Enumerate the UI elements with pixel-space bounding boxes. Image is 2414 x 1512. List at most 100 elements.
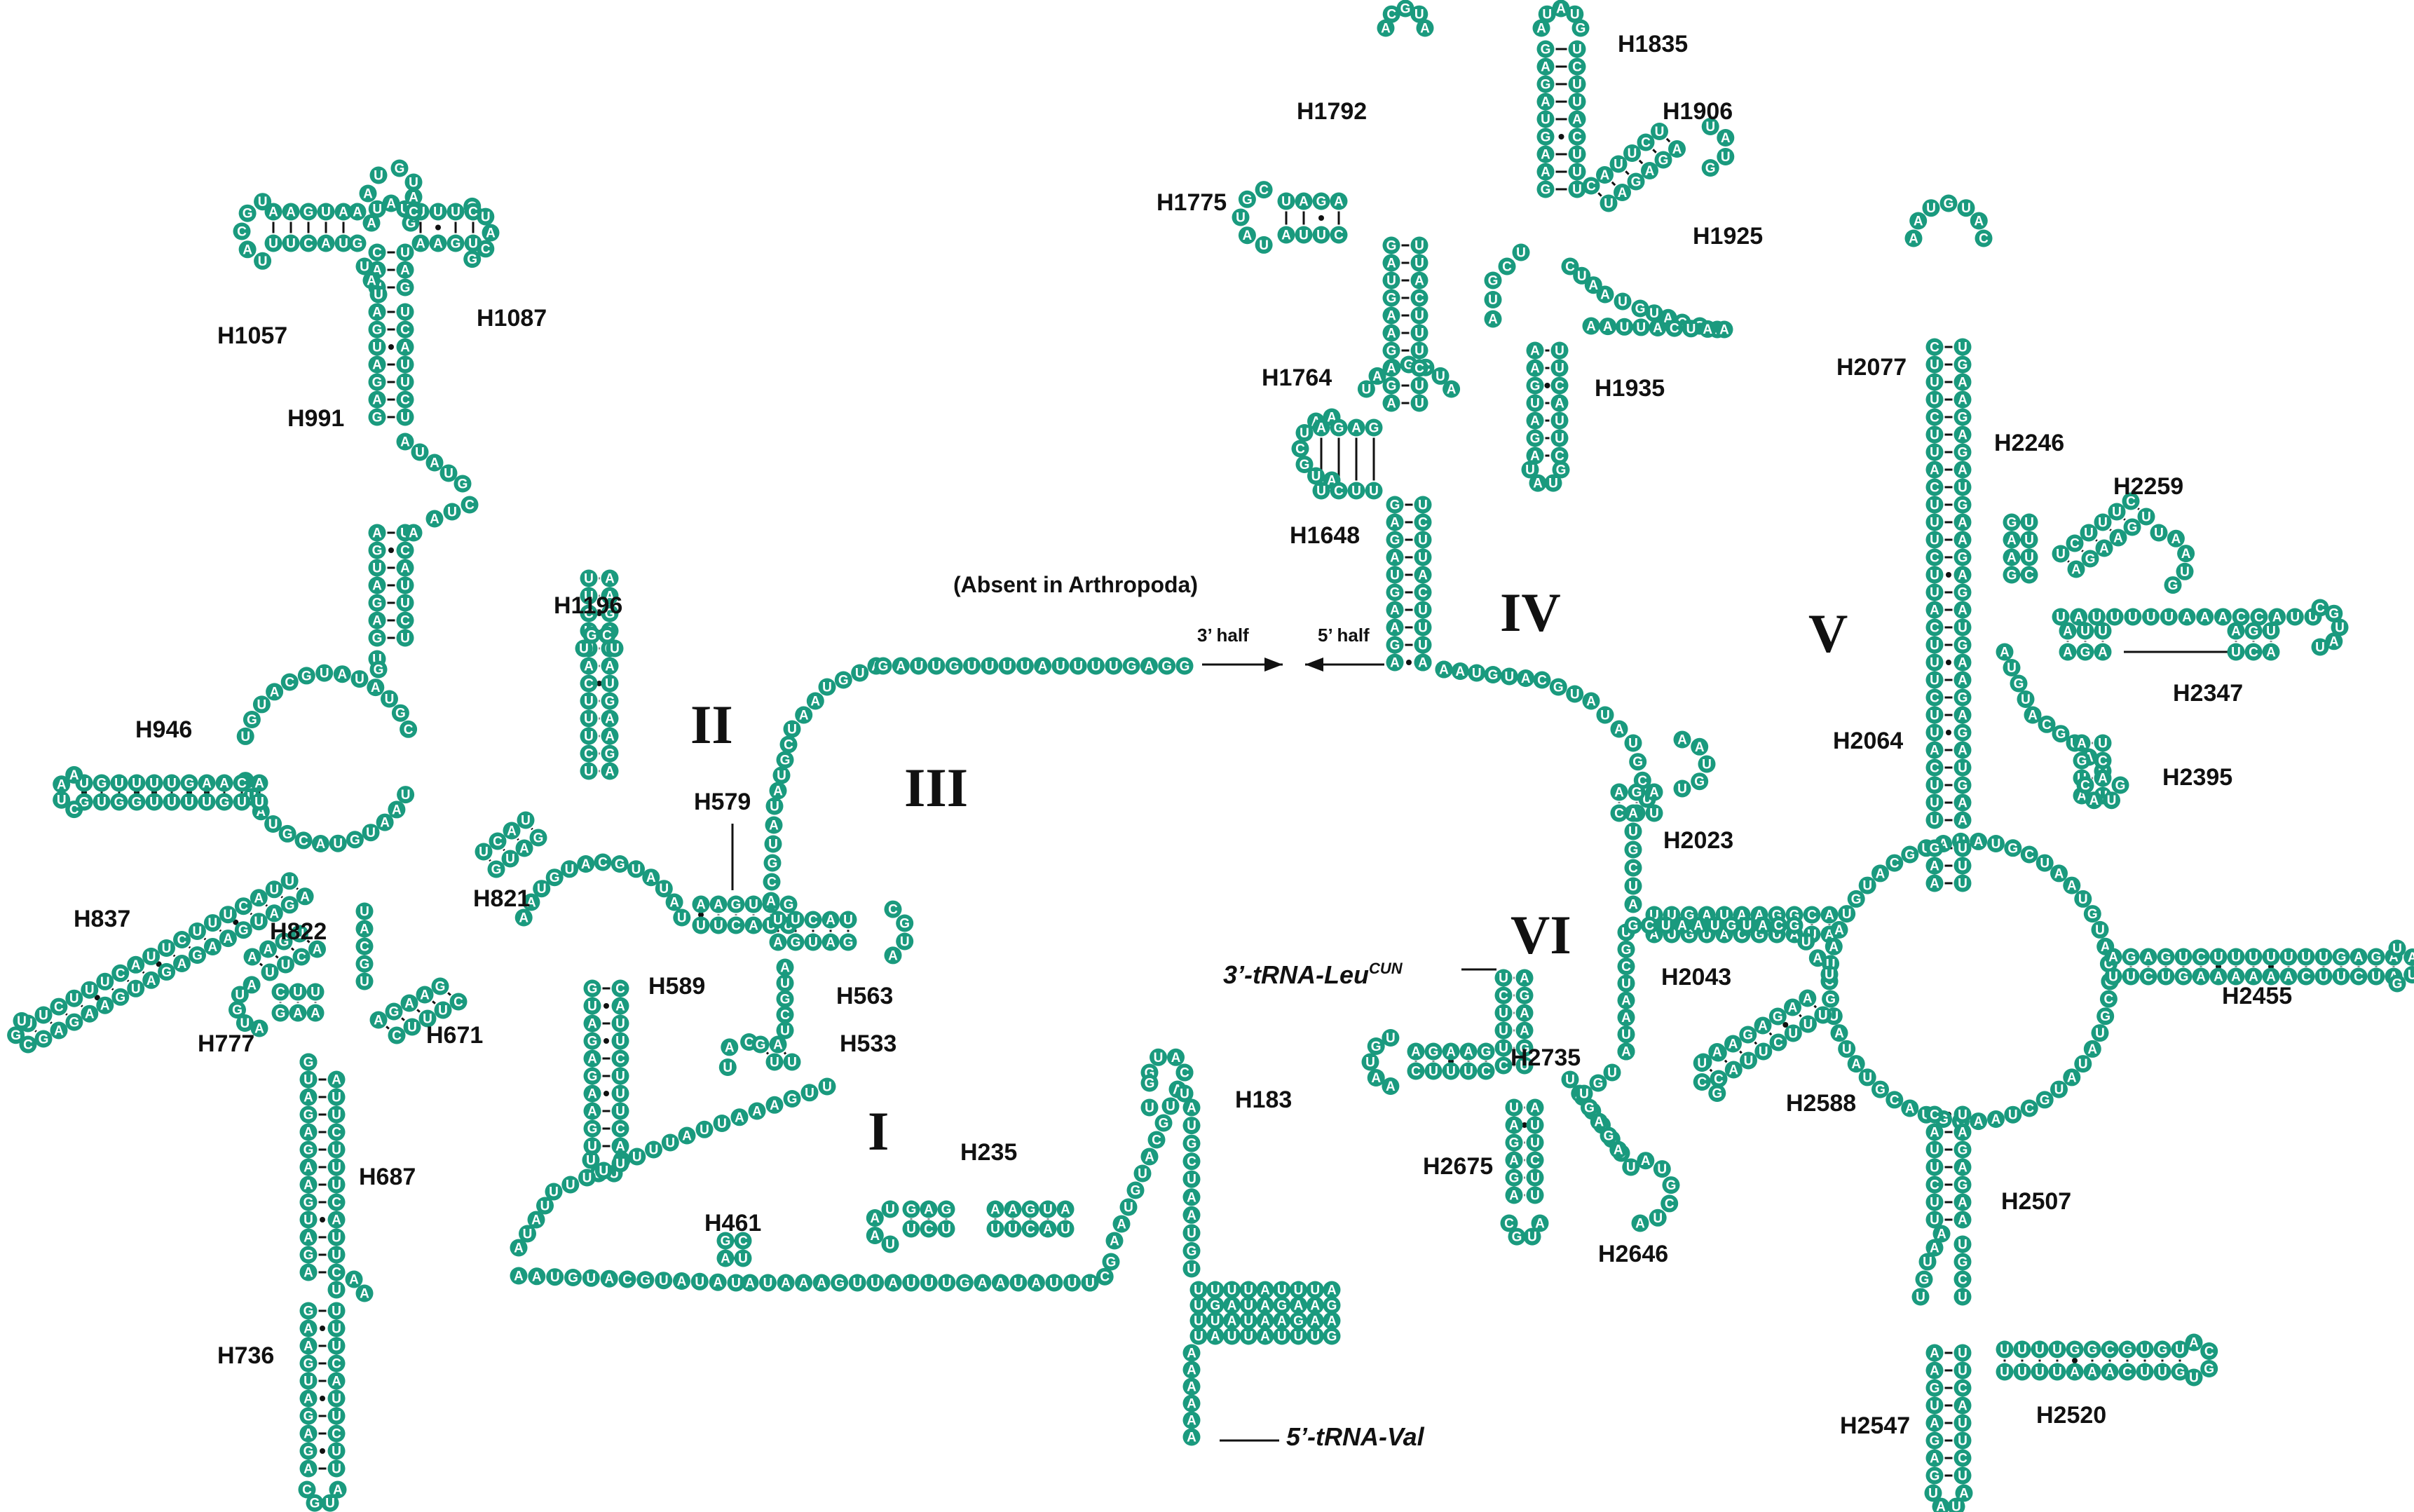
- svg-text:A: A: [531, 1213, 541, 1228]
- nucleotide: A: [1631, 1214, 1649, 1232]
- nucleotide: A: [334, 203, 353, 221]
- nucleotide: A: [65, 765, 83, 784]
- svg-text:A: A: [605, 730, 615, 744]
- nucleotide: U: [1512, 243, 1530, 261]
- svg-text:U: U: [400, 358, 410, 373]
- svg-text:G: G: [2085, 552, 2096, 567]
- nucleotide: A: [2067, 560, 2085, 578]
- svg-text:A: A: [404, 997, 414, 1012]
- nucleotide: A: [1459, 1042, 1478, 1061]
- svg-text:A: A: [1171, 1051, 1181, 1065]
- svg-text:U: U: [1626, 1161, 1636, 1176]
- nucleotide: U: [1312, 482, 1330, 500]
- svg-text:U: U: [1958, 1290, 1968, 1305]
- nucleotide: U: [1820, 965, 1839, 983]
- nucleotide: U: [776, 1021, 794, 1040]
- nucleotide: A: [741, 1274, 759, 1292]
- svg-text:A: A: [605, 712, 615, 727]
- svg-text:U: U: [550, 1270, 560, 1285]
- svg-text:A: A: [416, 237, 425, 252]
- nucleotide: A: [776, 958, 794, 976]
- nucleotide: U: [439, 464, 458, 482]
- svg-text:A: A: [1693, 919, 1703, 934]
- svg-text:U: U: [1555, 362, 1564, 376]
- nucleotide: A: [317, 234, 335, 252]
- svg-text:C: C: [2070, 537, 2080, 552]
- nucleotide: G: [636, 1271, 655, 1289]
- nucleotide: A: [355, 1284, 374, 1302]
- svg-text:U: U: [2052, 1343, 2062, 1358]
- nucleotide: U: [1925, 794, 1944, 812]
- nucleotide: U: [1468, 664, 1486, 682]
- nucleotide: U: [1295, 424, 1314, 442]
- nucleotide: A: [416, 986, 434, 1004]
- gu-pair-dot: [1318, 215, 1324, 221]
- svg-text:G: G: [1694, 775, 1705, 789]
- nucleotide: U: [2013, 1363, 2031, 1381]
- nucleotide: C: [804, 911, 822, 929]
- nucleotide: A: [583, 1084, 601, 1103]
- nucleotide: U: [327, 1442, 346, 1460]
- nucleotide: A: [299, 1263, 318, 1281]
- svg-text:A: A: [682, 1129, 692, 1144]
- nucleotide: C: [404, 203, 423, 221]
- svg-text:A: A: [1603, 320, 1613, 334]
- svg-text:A: A: [219, 777, 229, 791]
- nucleotide: C: [1291, 440, 1309, 458]
- nucleotide: U: [1414, 496, 1432, 514]
- nucleotide: A: [1715, 320, 1733, 339]
- nucleotide: U: [1616, 318, 1633, 336]
- svg-text:G: G: [2040, 1093, 2050, 1108]
- nucleotide: A: [642, 869, 660, 887]
- svg-text:U: U: [990, 1222, 1000, 1237]
- nucleotide: A: [411, 234, 430, 252]
- nucleotide: U: [546, 1268, 564, 1286]
- nucleotide: U: [2124, 608, 2142, 626]
- nucleotide: U: [418, 1009, 437, 1028]
- svg-text:G: G: [115, 990, 125, 1005]
- nucleotide: A: [1382, 394, 1400, 412]
- nucleotide: G: [128, 793, 146, 811]
- nucleotide: U: [2286, 608, 2304, 626]
- svg-text:G: G: [1400, 2, 1411, 17]
- svg-text:G: G: [780, 754, 791, 768]
- svg-text:U: U: [372, 203, 382, 217]
- base-pair-bond: [111, 988, 114, 991]
- svg-text:A: A: [1520, 1007, 1529, 1021]
- nucleotide: U: [2094, 734, 2112, 752]
- svg-text:U: U: [332, 1462, 341, 1477]
- nucleotide: U: [1918, 1253, 1937, 1271]
- nucleotide: A: [1536, 57, 1555, 76]
- nucleotide: U: [1182, 1224, 1201, 1242]
- nucleotide: U: [1953, 338, 1972, 356]
- svg-text:A: A: [587, 1017, 597, 1032]
- svg-text:A: A: [1187, 1380, 1196, 1395]
- nucleotide: C: [368, 243, 386, 261]
- nucleotide: A: [1784, 998, 1801, 1016]
- nucleotide: G: [1484, 271, 1502, 290]
- svg-text:A: A: [1227, 1314, 1237, 1329]
- nucleotide: A: [709, 1273, 727, 1291]
- svg-text:A: A: [587, 1087, 597, 1102]
- nucleotide: G: [1708, 1084, 1726, 1102]
- svg-text:U: U: [2319, 970, 2328, 985]
- svg-text:A: A: [1187, 1397, 1196, 1412]
- svg-text:C: C: [1665, 1197, 1675, 1211]
- helix-label-h533: H533: [840, 1030, 896, 1057]
- svg-text:C: C: [1930, 341, 1939, 355]
- nucleotide: U: [2227, 948, 2245, 966]
- base-pair-bond: [386, 1026, 390, 1030]
- nucleotide: A: [1386, 618, 1404, 636]
- nucleotide: A: [299, 1228, 318, 1246]
- nucleotide: A: [611, 997, 629, 1015]
- svg-text:G: G: [1509, 1136, 1520, 1151]
- base-pair-bond: [265, 904, 268, 907]
- helix-label-h1196: H1196: [554, 592, 622, 619]
- svg-text:U: U: [57, 794, 67, 808]
- svg-text:U: U: [1677, 782, 1687, 797]
- svg-text:U: U: [1436, 369, 1445, 384]
- svg-text:G: G: [238, 923, 249, 938]
- svg-text:U: U: [914, 660, 924, 674]
- nucleotide: A: [1526, 359, 1544, 377]
- svg-text:U: U: [268, 237, 278, 252]
